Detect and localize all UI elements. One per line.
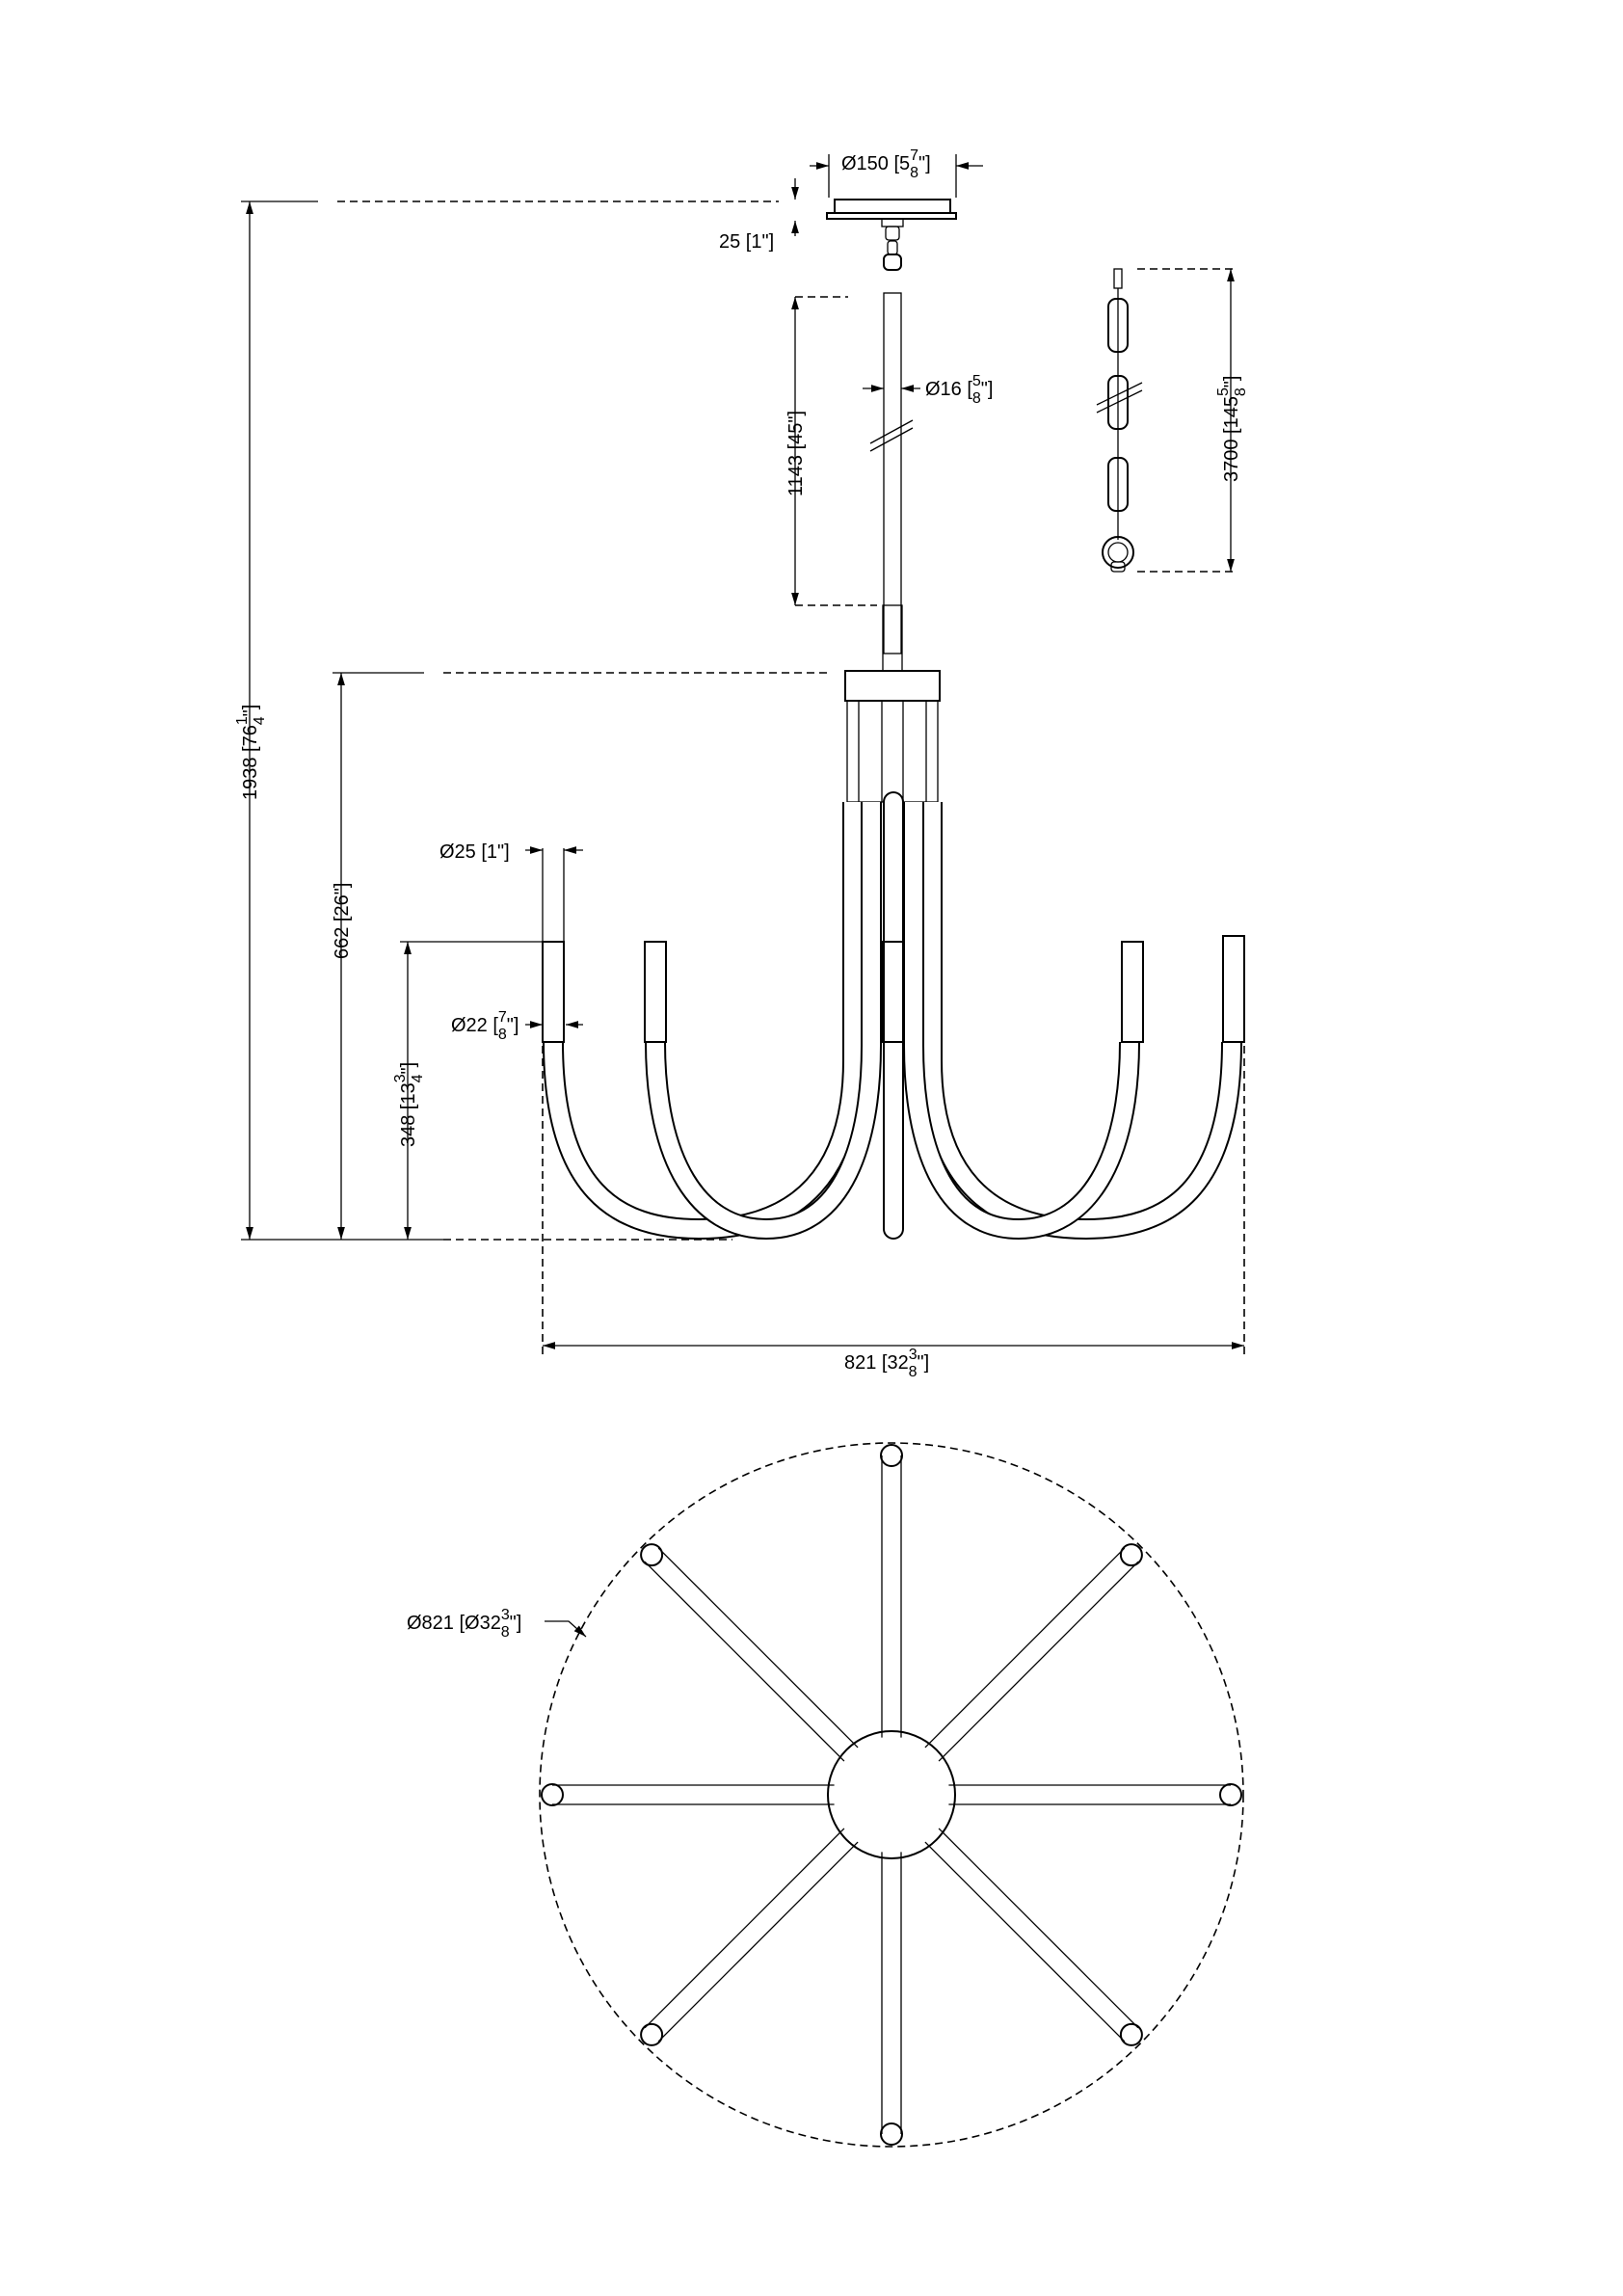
top-view-arm [924,1828,1139,2042]
cup-diameter-label: Ø25 [1"] [439,841,510,863]
canopy [826,199,957,271]
top-view-outline [539,1442,1244,2148]
dimension-lines [241,154,1245,1354]
left-arms [542,802,882,1241]
canopy-height-label: 25 [1"] [719,231,774,253]
body-height-label: 662 [26"] [332,883,353,959]
chain-length-label: 3700 [14558"] [1215,376,1249,482]
top-view-arm [924,1547,1139,1762]
body [844,670,941,803]
arms [542,791,1245,1241]
top-view-arm-cup [880,2122,903,2146]
top-view-arm-cup [640,2022,664,2046]
top-view-hub [827,1730,956,1859]
top-view-arm-cup [541,1783,564,1806]
arm-height-label: 348 [1334"] [392,1062,426,1147]
downrod [869,292,914,672]
top-view-arm-cup [1119,2022,1143,2046]
overall-height-label: 1938 [7614"] [234,705,268,800]
top-view-arm [644,1828,859,2042]
top-view-arm [552,1784,835,1805]
right-arms [903,802,1245,1241]
chain-detail [1096,268,1235,573]
top-view-arm [948,1784,1231,1805]
top-view-arm-cup [1219,1783,1242,1806]
top-view [539,1442,1244,2148]
top-view-arm-cup [640,1543,664,1567]
top-view-arm-cup [880,1444,903,1467]
rod-length-label: 1143 [45"] [785,411,807,496]
top-view-arm-cup [1119,1543,1143,1567]
top-view-arm [644,1547,859,1762]
center-arm [882,791,905,1240]
top-view-arm [881,1852,902,2134]
top-view-arm [881,1455,902,1738]
